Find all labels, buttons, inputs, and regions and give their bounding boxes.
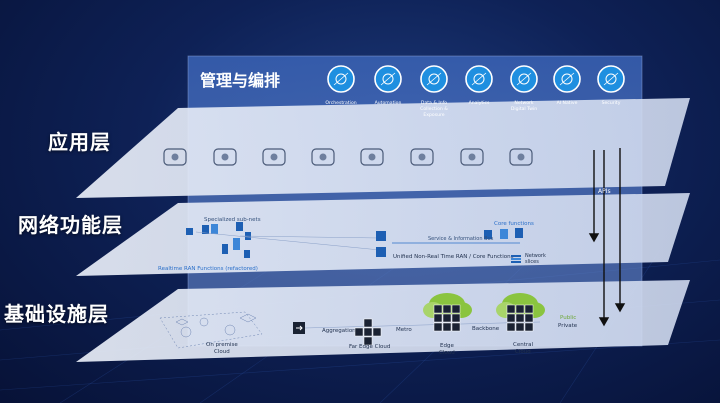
management-item-label: Exposure (423, 112, 444, 118)
network-layer-content: Specialized sub-nets Realtime RAN Functi… (158, 217, 546, 272)
edge-cloud-label-1: Edge (440, 343, 454, 349)
on-premise-label-1: On premise (206, 342, 238, 348)
public-label: Public (560, 315, 576, 321)
edge-cloud-icon (423, 293, 472, 332)
vr-headset-icon (460, 148, 484, 166)
infrastructure-layer-content: On premise Cloud Aggregation Metro Backb… (159, 293, 578, 356)
unified-function-box-2 (376, 247, 386, 257)
metro-label: Metro (396, 327, 412, 333)
central-cloud-label-1: Central (513, 342, 533, 348)
far-edge-cloud-icon (354, 318, 382, 346)
far-edge-cloud-label: Far Edge Cloud (349, 344, 390, 350)
infra-link (304, 321, 541, 329)
backbone-label: Backbone (472, 326, 500, 332)
cloud-nodes (354, 293, 545, 346)
management-item-label: Automation (375, 100, 402, 106)
management-item-label: Analytics (469, 100, 490, 106)
central-cloud-label-2: Cloud (515, 349, 531, 355)
infrastructure-layer-label: 基础设施层 (4, 302, 109, 326)
application-layer-plane (76, 98, 690, 198)
management-item-label: Digital Twin (511, 106, 537, 112)
management-item-label: Data & Info (421, 100, 447, 106)
management-title: 管理与编排 (200, 71, 280, 90)
service-bus-label: Service & Information Bus (428, 236, 494, 242)
automation-icon: Automation (374, 65, 402, 106)
core-function-boxes (484, 228, 523, 239)
specialized-subnets-label: Specialized sub-nets (204, 217, 261, 223)
router-arrow-icon (296, 325, 303, 331)
edge-cloud-label-2: Cloud (439, 350, 455, 356)
management-item-label: Orchestration (325, 100, 356, 106)
management-item-label: Network (514, 100, 534, 106)
apis-label: APIs (598, 188, 611, 195)
ran-link (195, 231, 381, 251)
management-item-label: AI Native (557, 100, 578, 106)
gamepad-icon (410, 148, 434, 166)
ran-functions-label: Realtime RAN Functions (refactored) (158, 266, 258, 272)
management-icons: Orchestration Automation Data & InfoCollec… (325, 65, 625, 118)
central-cloud-icon (496, 293, 545, 332)
apis-arrows (588, 148, 626, 327)
aggregation-label: Aggregation (322, 328, 356, 334)
application-layer-label: 应用层 (48, 130, 111, 154)
factory-icon (262, 148, 286, 166)
management-item-label: Security (602, 100, 621, 106)
globe-icon (509, 148, 533, 166)
on-premise-sketch (159, 311, 263, 349)
core-functions-label: Core functions (494, 221, 534, 227)
orchestration-icon: Orchestration (325, 65, 357, 106)
ai-native-icon: AI Native (553, 65, 581, 106)
network-slices-label-2: slices (525, 259, 539, 265)
network-slices-icon (511, 255, 521, 263)
network-function-layer-label: 网络功能层 (18, 213, 123, 237)
ran-link-2 (239, 235, 381, 239)
security-shield-icon: Security (597, 65, 625, 106)
private-label: Private (558, 323, 578, 329)
heart-monitor-icon (213, 148, 237, 166)
robot-arm-icon (163, 148, 187, 166)
car-icon (360, 148, 384, 166)
management-item-label: Collection & (420, 106, 448, 112)
drone-icon (311, 148, 335, 166)
on-premise-label-2: Cloud (214, 349, 230, 355)
analytics-icon: Analytics (465, 65, 493, 106)
unified-function-box (376, 231, 386, 241)
network-slices-label-1: Network (525, 253, 546, 259)
application-icons (163, 148, 533, 166)
unified-functions-label: Unified Non-Real Time RAN / Core Functio… (393, 254, 514, 260)
